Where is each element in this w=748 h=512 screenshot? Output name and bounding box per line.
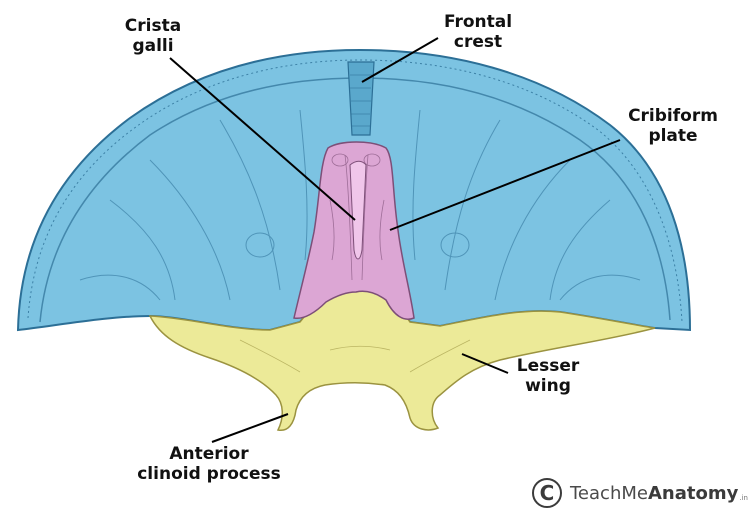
- sphenoid-texture: [239, 339, 471, 373]
- frontal-crest-hatching: [350, 74, 372, 127]
- pointer-lines: [169, 37, 621, 443]
- pointer-frontal-crest: [361, 37, 439, 83]
- copyright-logo-icon: C: [532, 478, 562, 508]
- pointer-anterior-clinoid: [211, 413, 289, 443]
- teachmeanatomy-logo: C TeachMeAnatomy .info: [532, 476, 748, 510]
- orbital-texture: [79, 109, 641, 301]
- frontal-crest: [347, 61, 375, 136]
- pointer-crista-galli: [169, 57, 356, 221]
- pointer-lesser-wing: [461, 353, 509, 374]
- pointer-cribriform-plate: [389, 139, 621, 231]
- sphenoid-lesser-wing: [148, 289, 656, 432]
- crista-galli: [349, 160, 367, 260]
- cribriform-texture: [329, 153, 385, 281]
- logo-wordmark: TeachMeAnatomy: [570, 482, 739, 504]
- logo-tld: .info: [739, 494, 748, 502]
